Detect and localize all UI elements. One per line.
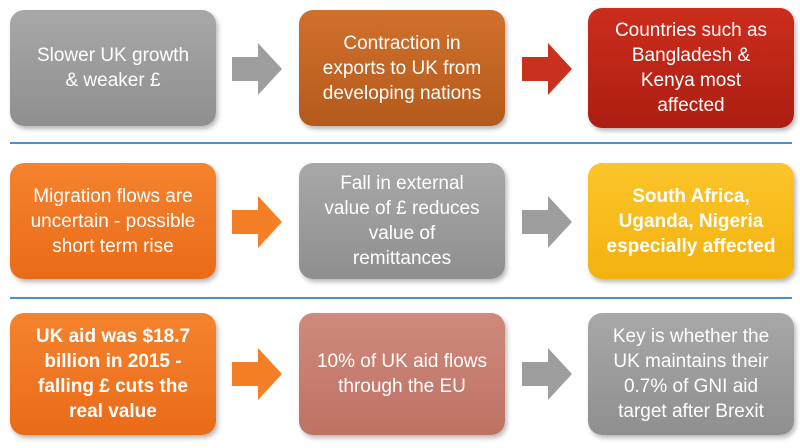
separator-line <box>10 297 792 299</box>
box-south-africa-uganda-nigeria: South Africa, Uganda, Nigeria especially… <box>588 163 794 279</box>
box-uk-aid: UK aid was $18.7 billion in 2015 - falli… <box>10 313 216 435</box>
box-slower-uk-growth-text: Slower UK growth & weaker £ <box>36 45 190 91</box>
arrow-right-icon <box>522 348 572 400</box>
box-gni-aid-target: Key is whether the UK maintains their 0.… <box>588 313 794 435</box>
arrow-right-icon <box>522 196 572 248</box>
box-gni-aid-target-text: Key is whether the UK maintains their 0.… <box>612 326 770 422</box>
box-fall-in-external-value: Fall in external value of £ reduces valu… <box>299 163 505 279</box>
box-uk-aid-text: UK aid was $18.7 billion in 2015 - falli… <box>35 326 191 422</box>
arrow-right-icon <box>232 348 282 400</box>
box-fall-in-external-value-text: Fall in external value of £ reduces valu… <box>324 173 480 269</box>
box-contraction-in-exports: Contraction in exports to UK from develo… <box>299 10 505 126</box>
box-migration-flows-text: Migration flows are uncertain - possible… <box>30 185 196 257</box>
arrow-right-icon <box>232 196 282 248</box>
box-uk-aid-through-eu-text: 10% of UK aid flows through the EU <box>316 351 488 397</box>
box-bangladesh-kenya-text: Countries such as Bangladesh & Kenya mos… <box>614 20 768 116</box>
box-contraction-in-exports-text: Contraction in exports to UK from develo… <box>322 32 482 104</box>
box-uk-aid-through-eu: 10% of UK aid flows through the EU <box>299 313 505 435</box>
arrow-right-icon <box>232 43 282 95</box>
box-slower-uk-growth: Slower UK growth & weaker £ <box>10 10 216 126</box>
box-south-africa-uganda-nigeria-text: South Africa, Uganda, Nigeria especially… <box>606 185 776 257</box>
box-bangladesh-kenya: Countries such as Bangladesh & Kenya mos… <box>588 8 794 128</box>
separator-line <box>10 142 792 144</box>
box-migration-flows: Migration flows are uncertain - possible… <box>10 163 216 279</box>
arrow-right-icon <box>522 43 572 95</box>
